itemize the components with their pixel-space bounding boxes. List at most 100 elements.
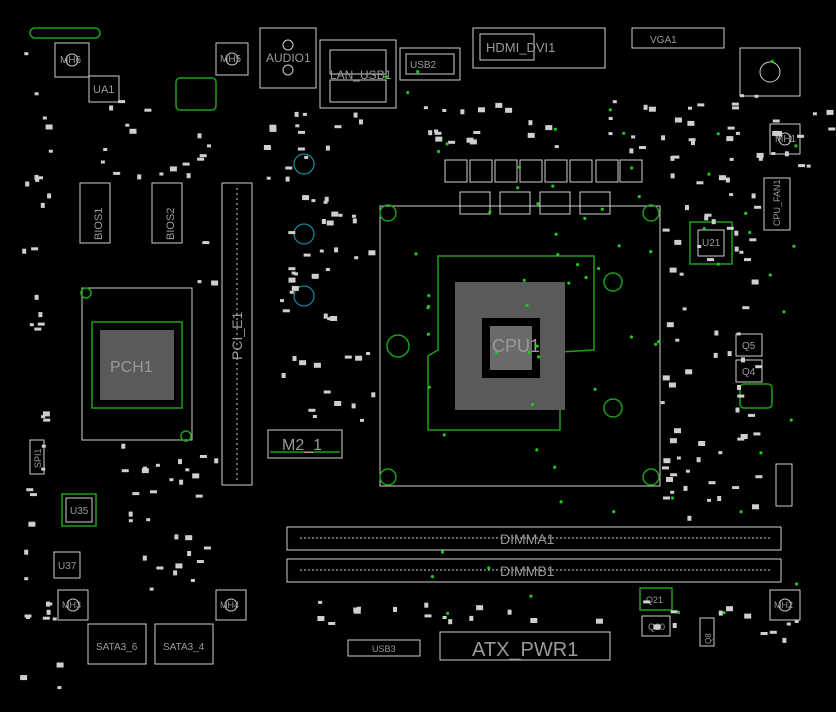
- sata-port-6: SATA3_6: [87, 623, 147, 665]
- transistor-q5: Q5: [735, 333, 763, 357]
- smd-pad: [729, 157, 734, 161]
- cpu-fan-header: CPU_FAN1: [763, 177, 791, 231]
- test-point: [770, 59, 774, 63]
- mounting-hole-mh4: MH4: [215, 589, 247, 621]
- smd-pad: [639, 146, 646, 149]
- smd-pad: [56, 662, 64, 668]
- smd-pad: [269, 128, 277, 132]
- smd-pad: [26, 616, 30, 619]
- smd-pad: [323, 390, 331, 394]
- dimm-a1-label: DIMMA1: [500, 531, 555, 547]
- test-point: [416, 70, 420, 74]
- smd-pad: [744, 613, 752, 619]
- smd-pad: [643, 600, 651, 604]
- smd-pad: [648, 106, 656, 112]
- smd-pad: [34, 92, 39, 96]
- smd-pad: [173, 570, 178, 576]
- smd-pad: [734, 246, 739, 252]
- smd-pad: [755, 475, 763, 479]
- smd-pad: [784, 151, 789, 157]
- smd-pad: [302, 195, 310, 201]
- smd-pad: [182, 162, 190, 166]
- smd-pad: [128, 519, 133, 523]
- smd-pad: [113, 171, 121, 175]
- smd-pad: [42, 116, 47, 120]
- smd-pad: [159, 172, 164, 176]
- smd-pad: [34, 327, 42, 331]
- smd-pad: [731, 102, 739, 106]
- smd-pad: [289, 290, 294, 294]
- smd-pad: [327, 317, 332, 321]
- smd-pad: [185, 535, 193, 541]
- smd-pad: [197, 280, 202, 284]
- smd-pad: [146, 518, 151, 522]
- mounting-hole-mh2: MH2: [769, 589, 801, 621]
- smd-pad: [22, 248, 27, 254]
- smd-pad: [704, 215, 709, 221]
- smd-pad: [734, 230, 739, 236]
- smd-pad: [714, 330, 719, 336]
- test-point: [488, 210, 492, 214]
- smd-pad: [707, 498, 711, 502]
- smd-pad: [798, 164, 806, 168]
- smd-pad: [195, 494, 203, 498]
- smd-pad: [670, 490, 675, 494]
- smd-pad: [338, 213, 343, 217]
- smd-pad: [144, 108, 152, 112]
- test-point: [782, 310, 786, 314]
- transistor-q8: Q8: [699, 617, 715, 647]
- smd-pad: [214, 458, 219, 464]
- smd-pad: [735, 407, 740, 413]
- smd-pad: [478, 107, 485, 113]
- smd-pad: [713, 352, 718, 358]
- test-point: [593, 387, 597, 391]
- smd-pad: [323, 200, 328, 204]
- smd-pad: [674, 428, 681, 434]
- smd-pad: [288, 231, 296, 235]
- bios2-label: BIOS2: [165, 208, 177, 240]
- smd-pad: [326, 220, 334, 226]
- top-left-green-part: [175, 77, 217, 111]
- smd-pad: [103, 148, 108, 151]
- smd-pad: [754, 94, 759, 98]
- smd-pad: [48, 149, 53, 153]
- smd-pad: [37, 322, 45, 326]
- smd-pad: [324, 196, 329, 202]
- smd-pad: [696, 457, 701, 463]
- test-point: [384, 75, 388, 79]
- sata3-6-label: SATA3_6: [96, 642, 138, 653]
- smd-pad: [697, 245, 702, 248]
- smd-pad: [393, 607, 397, 612]
- spi-header: SPI1: [29, 439, 45, 475]
- smd-pad: [608, 117, 613, 120]
- audio-jack-audio1: AUDIO1: [259, 27, 317, 89]
- smd-pad: [756, 152, 764, 158]
- smd-pad: [129, 128, 137, 134]
- smd-pad: [737, 437, 745, 441]
- smd-pad: [43, 418, 51, 422]
- smd-pad: [726, 136, 734, 142]
- smd-pad: [696, 181, 704, 185]
- test-point: [537, 355, 541, 359]
- smd-pad: [41, 444, 46, 448]
- test-point: [795, 582, 799, 586]
- smd-pad: [460, 109, 465, 115]
- smd-pad: [197, 157, 205, 161]
- smd-pad: [675, 338, 680, 342]
- smd-pad: [727, 126, 735, 130]
- mh2-label: MH2: [774, 600, 793, 610]
- smd-pad: [466, 137, 474, 143]
- q8-label: Q8: [704, 633, 713, 644]
- smd-pad: [31, 247, 39, 251]
- test-point: [436, 149, 441, 154]
- smd-pad: [109, 105, 114, 111]
- spi1-label: SPI1: [33, 448, 43, 468]
- smd-pad: [428, 130, 433, 136]
- smd-pad: [812, 112, 817, 116]
- smd-pad: [662, 228, 670, 232]
- smd-pad: [718, 451, 723, 455]
- mounting-hole-mh3: MH3: [57, 589, 89, 621]
- test-point: [792, 244, 796, 248]
- test-point: [529, 594, 533, 598]
- smd-pad: [192, 473, 200, 479]
